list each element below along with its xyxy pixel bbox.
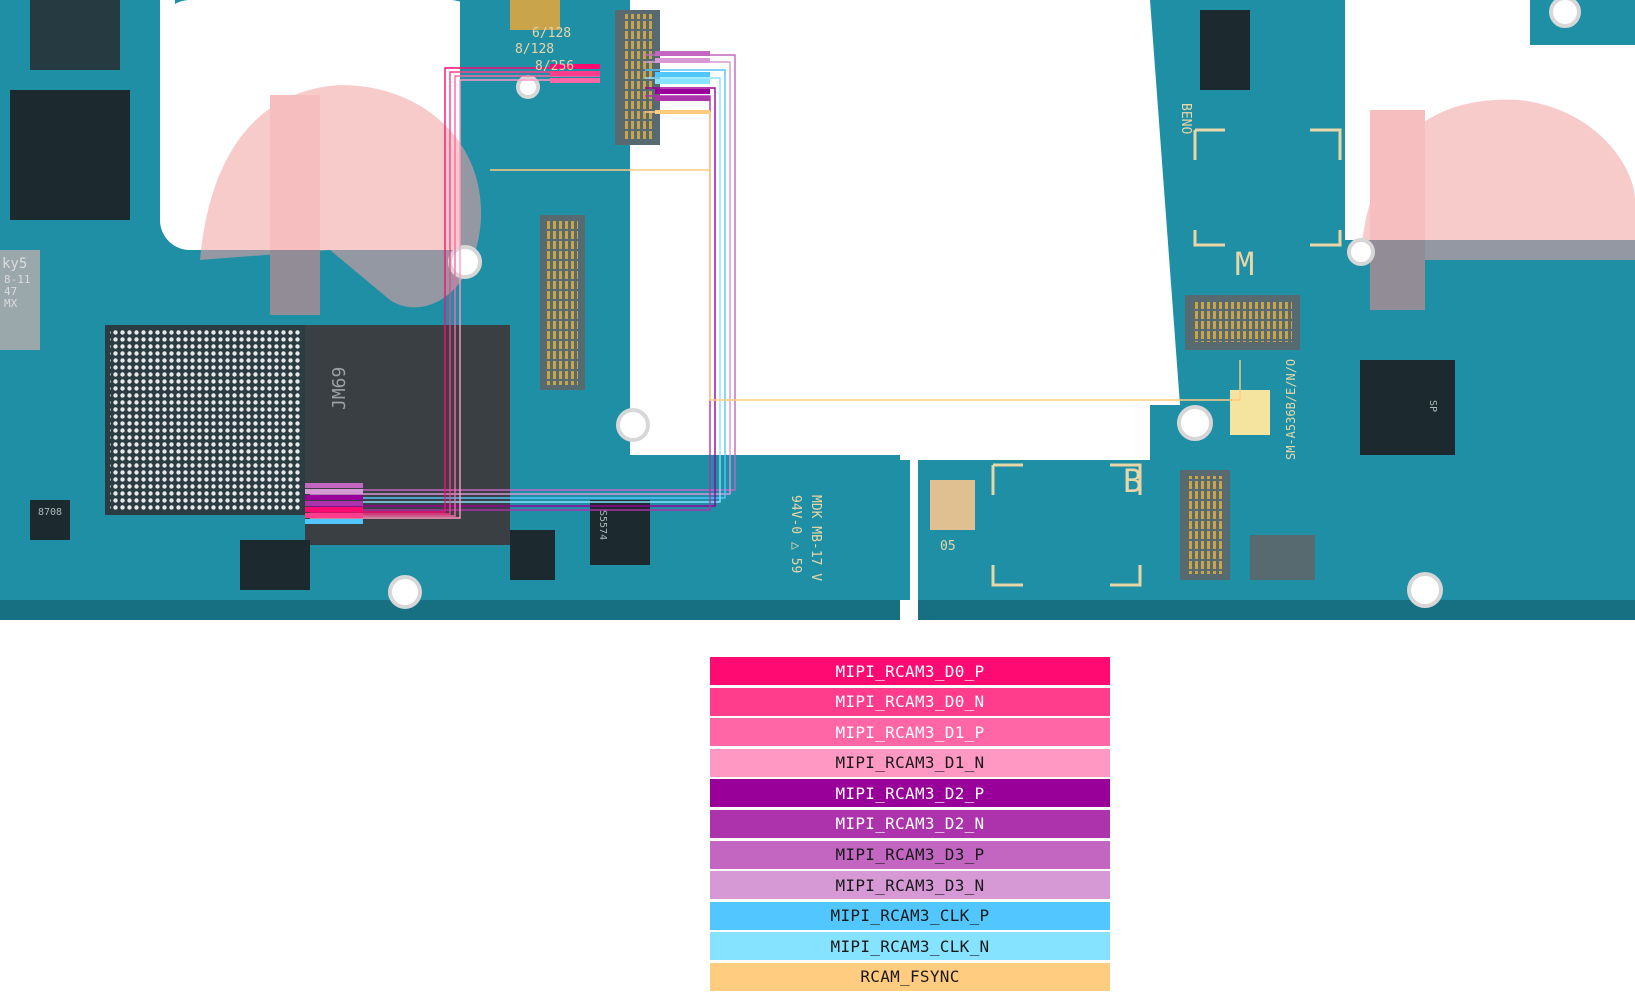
- mounting-holes: [388, 0, 1581, 609]
- chips: [0, 0, 1455, 590]
- pcb-board-diagram: 6/128 8/128 8/256 ky5 8-11 47 MX JM69 S5…: [0, 0, 1635, 620]
- silk-ky5-sub-3: MX: [4, 297, 18, 310]
- legend-row: RCAM_FSYNC: [710, 962, 1110, 991]
- silk-b: B: [1123, 462, 1142, 500]
- silk-chip-main: JM69: [329, 367, 350, 410]
- legend-label: RCAM_FSYNC: [860, 967, 960, 987]
- legend-label: MIPI_RCAM3_D0_P: [835, 661, 985, 681]
- legend-label: MIPI_RCAM3_D3_P: [835, 845, 985, 865]
- silk-model: SM-A536B/E/N/O: [1284, 359, 1298, 460]
- silk-ky5-sub-1: 8-11: [4, 273, 31, 286]
- silk-05: 05: [940, 539, 956, 554]
- legend-label: MIPI_RCAM3_D1_N: [835, 753, 985, 773]
- signal-legend: MIPI_RCAM3_D0_P MIPI_RCAM3_D0_N MIPI_RCAM3…: [710, 657, 1110, 994]
- legend-label: MIPI_RCAM3_D1_P: [835, 722, 985, 742]
- legend-row: MIPI_RCAM3_D3_P: [710, 840, 1110, 869]
- legend-label: MIPI_RCAM3_D3_N: [835, 875, 985, 895]
- legend-row: MIPI_RCAM3_CLK_N: [710, 932, 1110, 961]
- silk-chip-right: SP: [1427, 400, 1438, 412]
- silk-6-128: 6/128: [532, 26, 571, 41]
- silk-8-256: 8/256: [535, 59, 574, 74]
- legend-label: MIPI_RCAM3_D2_P: [835, 783, 985, 803]
- trace-label-blocks: [305, 51, 710, 524]
- silk-mdk: MDK MB-17 V: [808, 495, 823, 581]
- legend-label: MIPI_RCAM3_D0_N: [835, 692, 985, 712]
- legend-row: MIPI_RCAM3_D1_P: [710, 718, 1110, 747]
- silk-chip-small: S5574: [597, 510, 608, 540]
- legend-row: MIPI_RCAM3_D2_N: [710, 809, 1110, 838]
- legend-row: MIPI_RCAM3_D3_N: [710, 871, 1110, 900]
- silk-94v: 94V-0 △ 59: [788, 495, 803, 573]
- legend-row: MIPI_RCAM3_D2_P: [710, 779, 1110, 808]
- silk-chip-left-small: 8708: [38, 507, 62, 518]
- legend-label: MIPI_RCAM3_CLK_N: [830, 936, 990, 956]
- silk-8-128: 8/128: [515, 42, 554, 57]
- legend-row: MIPI_RCAM3_D1_N: [710, 748, 1110, 777]
- silk-ky5: ky5: [2, 256, 27, 272]
- silk-m: M: [1235, 245, 1254, 283]
- legend-label: MIPI_RCAM3_D2_N: [835, 814, 985, 834]
- legend-row: MIPI_RCAM3_D0_N: [710, 687, 1110, 716]
- legend-label: MIPI_RCAM3_CLK_P: [830, 906, 990, 926]
- watermark: [200, 85, 1635, 315]
- silk-beno: BENO: [1178, 103, 1193, 134]
- legend-row: MIPI_RCAM3_D0_P: [710, 657, 1110, 685]
- silkscreen-frames: [991, 128, 1342, 587]
- silk-ky5-sub-2: 47: [4, 285, 17, 298]
- legend-row: MIPI_RCAM3_CLK_P: [710, 901, 1110, 930]
- silkscreen-text: 6/128 8/128 8/256 ky5 8-11 47 MX JM69 S5…: [2, 26, 1438, 581]
